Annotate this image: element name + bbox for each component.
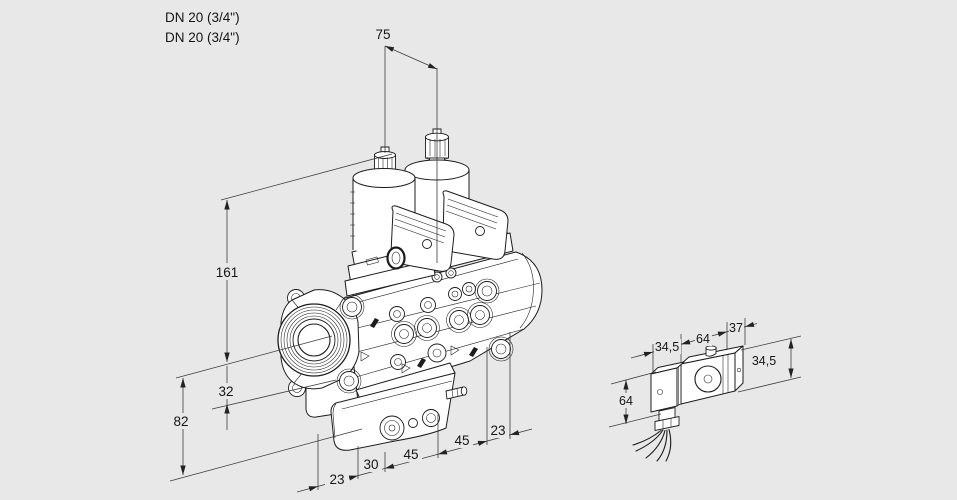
regulator-ports bbox=[379, 409, 440, 441]
dim-45-first-label: 45 bbox=[403, 447, 418, 462]
dim-82-label: 82 bbox=[173, 414, 188, 429]
solenoid-body-side bbox=[675, 345, 744, 407]
dim-37-label: 37 bbox=[729, 321, 743, 335]
solenoid-cover-left bbox=[390, 205, 455, 272]
dim-bottom-chain: 23 30 45 45 23 bbox=[296, 332, 533, 493]
dim-23-left-label: 23 bbox=[329, 472, 344, 487]
vent-screw-marks bbox=[370, 318, 478, 368]
dn-size-label-2: DN 20 (3/4") bbox=[165, 30, 240, 45]
side-nipple bbox=[445, 386, 468, 400]
dim-64-left-label: 64 bbox=[619, 394, 633, 408]
inlet-flange bbox=[277, 289, 365, 397]
dim-32-label: 32 bbox=[218, 384, 233, 399]
dim-37: 37 bbox=[729, 320, 744, 335]
dim-34-5-top-label: 34,5 bbox=[655, 340, 679, 354]
connector-box bbox=[650, 361, 685, 432]
dim-45-second-label: 45 bbox=[454, 433, 469, 448]
body-bolts-and-ports bbox=[360, 267, 514, 374]
dim-30-label: 30 bbox=[363, 457, 378, 472]
conduit-opening bbox=[386, 246, 406, 270]
valve-assembly-drawing bbox=[277, 128, 543, 451]
dim-side-top-chain: 34,5 64 37 bbox=[630, 318, 758, 372]
dim-161: 161 bbox=[175, 153, 393, 379]
dim-82: 82 bbox=[169, 378, 363, 482]
dim-32: 32 bbox=[211, 366, 337, 430]
dn-size-label-1: DN 20 (3/4") bbox=[165, 10, 240, 25]
dim-34-5-top: 34,5 bbox=[654, 339, 681, 354]
threaded-bore bbox=[277, 303, 351, 377]
dim-64-left: 64 bbox=[608, 371, 662, 428]
cable-wires bbox=[632, 428, 672, 462]
dim-23-right-label: 23 bbox=[490, 423, 505, 438]
dim-23-right: 23 bbox=[488, 422, 509, 438]
solenoid-left bbox=[350, 146, 455, 272]
dim-75-label: 75 bbox=[375, 27, 390, 42]
dim-34-5-right-label: 34,5 bbox=[752, 354, 776, 368]
dim-23-left: 23 bbox=[325, 471, 349, 488]
flow-direction-arrows bbox=[360, 345, 460, 374]
dim-64-top-label: 64 bbox=[696, 332, 710, 346]
dim-75: 75 bbox=[375, 27, 438, 263]
dim-161-label: 161 bbox=[216, 265, 239, 280]
dim-30: 30 bbox=[360, 456, 382, 472]
top-bolt bbox=[705, 345, 717, 357]
dim-64-top: 64 bbox=[695, 331, 712, 346]
side-view-drawing bbox=[632, 345, 744, 462]
dim-34-5-right: 34,5 bbox=[737, 335, 802, 393]
dim-45-first: 45 bbox=[400, 446, 422, 462]
dim-45-second: 45 bbox=[451, 432, 473, 448]
pressure-regulator bbox=[330, 362, 468, 451]
